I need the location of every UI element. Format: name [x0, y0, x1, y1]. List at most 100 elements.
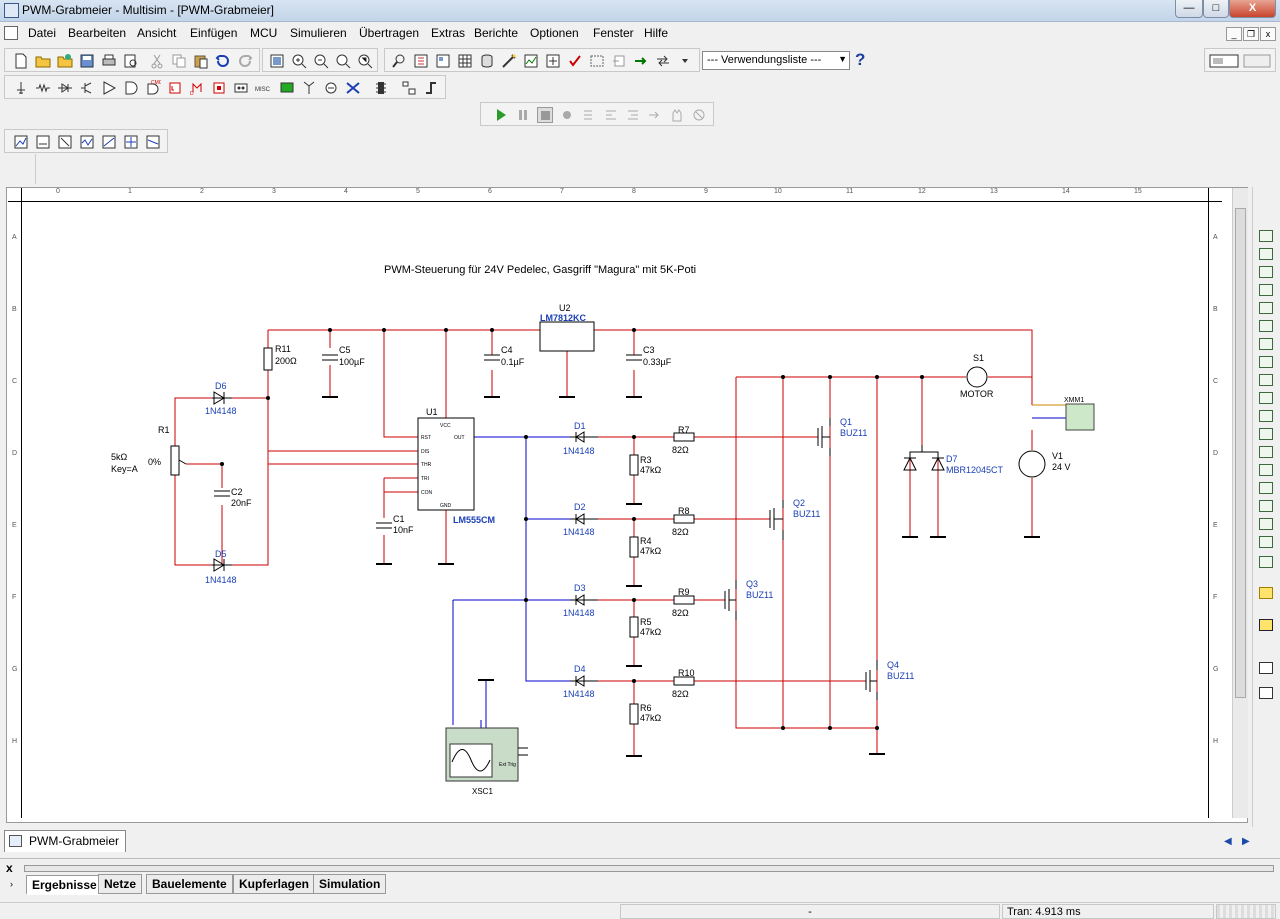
- network-analyzer-icon[interactable]: [1259, 464, 1273, 476]
- connector-icon[interactable]: [373, 80, 389, 96]
- wattmeter-icon[interactable]: [1259, 266, 1273, 278]
- maximize-button[interactable]: □: [1203, 0, 1229, 18]
- misc-digital-icon[interactable]: D: [189, 80, 205, 96]
- multimeter-icon[interactable]: [1259, 230, 1273, 242]
- paste-icon[interactable]: [193, 53, 209, 69]
- advanced-peripherals-icon[interactable]: [279, 80, 295, 96]
- graph7-icon[interactable]: [145, 134, 161, 150]
- diode-icon[interactable]: [57, 80, 73, 96]
- open-file-icon[interactable]: [35, 53, 51, 69]
- instrument-icon[interactable]: [1209, 53, 1239, 69]
- schematic-drawing[interactable]: PWM-Steuerung für 24V Pedelec, Gasgriff …: [22, 202, 1208, 818]
- menu-simulieren[interactable]: Simulieren: [290, 26, 347, 40]
- postprocessor-icon[interactable]: [545, 53, 561, 69]
- resize-grip[interactable]: [1216, 904, 1276, 919]
- tab-bauelemente[interactable]: Bauelemente: [146, 874, 233, 894]
- labview-instrument-icon[interactable]: [1259, 619, 1273, 631]
- cut-icon[interactable]: [149, 53, 165, 69]
- open-sample-icon[interactable]: [57, 53, 73, 69]
- tab-simulation[interactable]: Simulation: [313, 874, 387, 894]
- ni-elvis-icon[interactable]: [1259, 687, 1273, 699]
- four-channel-scope-icon[interactable]: [1259, 302, 1273, 314]
- tektronix-scope-icon[interactable]: [1259, 536, 1273, 548]
- fullscreen-icon[interactable]: [269, 53, 285, 69]
- run-simulation-icon[interactable]: [493, 107, 509, 123]
- design-toolbox-icon[interactable]: [413, 53, 429, 69]
- mdi-minimize-button[interactable]: _: [1226, 27, 1242, 41]
- mcu-icon[interactable]: [167, 80, 183, 96]
- help-icon[interactable]: ?: [855, 50, 866, 69]
- misc-icon[interactable]: MISC: [255, 80, 273, 96]
- distortion-analyzer-icon[interactable]: [1259, 428, 1273, 440]
- rf-icon[interactable]: [301, 80, 317, 96]
- run-to-cursor-icon[interactable]: [647, 107, 663, 123]
- breakpoint-icon[interactable]: [559, 107, 575, 123]
- menu-uebertragen[interactable]: Übertragen: [359, 26, 420, 40]
- hierarchical-block-icon[interactable]: [401, 80, 417, 96]
- save-icon[interactable]: [79, 53, 95, 69]
- mdi-close-button[interactable]: x: [1260, 27, 1276, 41]
- cmos-icon[interactable]: CMOS: [145, 80, 161, 96]
- copy-icon[interactable]: [171, 53, 187, 69]
- graph3-icon[interactable]: [57, 134, 73, 150]
- electromechanical-icon[interactable]: [323, 80, 339, 96]
- step-into-icon[interactable]: [581, 107, 597, 123]
- mdi-restore-button[interactable]: ❐: [1243, 27, 1259, 41]
- menu-datei[interactable]: Datei: [28, 26, 57, 40]
- frequency-counter-icon[interactable]: [1259, 338, 1273, 350]
- logic-analyzer-icon[interactable]: [1259, 374, 1273, 386]
- oscilloscope-icon[interactable]: [1259, 284, 1273, 296]
- menu-bearbeiten[interactable]: Bearbeiten: [68, 26, 127, 40]
- database-icon[interactable]: [479, 53, 495, 69]
- search-icon[interactable]: [391, 53, 407, 69]
- iv-analyzer-icon[interactable]: [1259, 410, 1273, 422]
- zoom-out-icon[interactable]: [313, 53, 329, 69]
- tab-kupferlagen[interactable]: Kupferlagen: [233, 874, 316, 894]
- graph6-icon[interactable]: [123, 134, 139, 150]
- spectrum-analyzer-icon[interactable]: [1259, 446, 1273, 458]
- usage-list-combo[interactable]: --- Verwendungsliste --- ▼: [702, 51, 850, 70]
- print-icon[interactable]: [101, 53, 117, 69]
- zoom-fit-icon[interactable]: [357, 53, 373, 69]
- function-generator-icon[interactable]: [1259, 248, 1273, 260]
- transfer-dropdown-icon[interactable]: [677, 53, 693, 69]
- resistor-icon[interactable]: [35, 80, 51, 96]
- agilent-multimeter-icon[interactable]: [1259, 500, 1273, 512]
- print-preview-icon[interactable]: [123, 53, 139, 69]
- zoom-area-icon[interactable]: [335, 53, 351, 69]
- pause-simulation-icon[interactable]: [515, 107, 531, 123]
- panel-resize-track[interactable]: [24, 865, 1274, 872]
- new-file-icon[interactable]: [13, 53, 29, 69]
- menu-optionen[interactable]: Optionen: [530, 26, 579, 40]
- menu-mcu[interactable]: MCU: [250, 26, 278, 40]
- graph2-icon[interactable]: [35, 134, 51, 150]
- instrument2-icon[interactable]: [1243, 53, 1271, 69]
- transfer-icon[interactable]: [655, 53, 671, 69]
- menu-berichte[interactable]: Berichte: [474, 26, 519, 40]
- word-generator-icon[interactable]: [1259, 356, 1273, 368]
- toggle-breakpoint-icon[interactable]: [669, 107, 685, 123]
- document-tab[interactable]: PWM-Grabmeier: [4, 830, 127, 852]
- component-wizard-icon[interactable]: [501, 53, 517, 69]
- document-icon[interactable]: [4, 26, 18, 40]
- graph1-icon[interactable]: [13, 134, 29, 150]
- tab-netze[interactable]: Netze: [98, 874, 143, 894]
- undo-icon[interactable]: [215, 53, 231, 69]
- ni-components-icon[interactable]: [345, 80, 361, 96]
- tab-scroll-left-icon[interactable]: ◀: [1224, 836, 1232, 847]
- zoom-in-icon[interactable]: [291, 53, 307, 69]
- redo-icon[interactable]: [237, 53, 253, 69]
- mixed-icon[interactable]: [211, 80, 227, 96]
- current-probe-icon[interactable]: [1259, 662, 1273, 674]
- grid-icon[interactable]: [457, 53, 473, 69]
- labview-icon[interactable]: [1259, 556, 1273, 568]
- tab-scroll-right-icon[interactable]: ▶: [1242, 836, 1250, 847]
- bus-icon[interactable]: [423, 80, 439, 96]
- menu-hilfe[interactable]: Hilfe: [644, 26, 669, 40]
- panel-arrow-icon[interactable]: ›: [10, 879, 13, 889]
- menu-einfuegen[interactable]: Einfügen: [190, 26, 238, 40]
- agilent-scope-icon[interactable]: [1259, 518, 1273, 530]
- logic-converter-icon[interactable]: [1259, 392, 1273, 404]
- minimize-button[interactable]: —: [1175, 0, 1203, 18]
- step-over-icon[interactable]: [603, 107, 619, 123]
